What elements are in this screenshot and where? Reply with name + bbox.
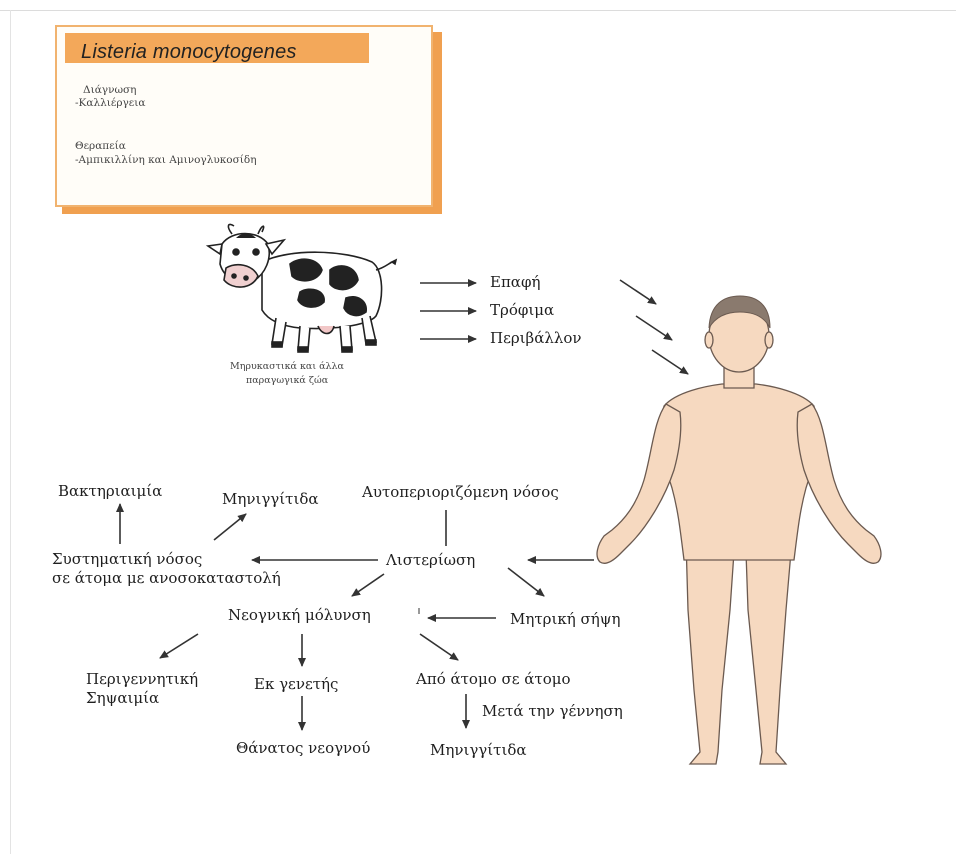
node-neonatal: Νεογνική μόλυνση bbox=[228, 606, 371, 624]
route-contact: Επαφή bbox=[490, 273, 540, 291]
route-arrows bbox=[420, 280, 688, 374]
route-food: Τρόφιμα bbox=[490, 301, 554, 319]
node-listeriosis: Λιστερίωση bbox=[386, 551, 475, 569]
node-systemic-line2: σε άτομα με ανοσοκαταστολή bbox=[52, 569, 281, 587]
node-meningitis-top: Μηνιγγίτιδα bbox=[222, 490, 319, 508]
node-bacteremia: Βακτηριαιμία bbox=[58, 482, 162, 500]
human-figure bbox=[597, 300, 881, 764]
animal-caption-line1: Μηρυκαστικά και άλλα bbox=[230, 360, 344, 373]
node-after-birth: Μετά την γέννηση bbox=[482, 702, 623, 720]
animal-caption-line2: παραγωγικά ζώα bbox=[246, 374, 328, 387]
node-person-to-person: Από άτομο σε άτομο bbox=[416, 670, 571, 688]
node-perinatal-line1: Περιγεννητική bbox=[86, 670, 198, 688]
node-maternal-sepsis: Μητρική σήψη bbox=[510, 610, 620, 628]
node-congenital: Εκ γενετής bbox=[254, 675, 338, 693]
node-meningitis-bottom: Μηνιγγίτιδα bbox=[430, 741, 527, 759]
node-systemic-line1: Συστηματική νόσος bbox=[52, 550, 202, 568]
node-neonatal-death: Θάνατος νεογνού bbox=[236, 739, 370, 757]
node-perinatal-line2: Σηψαιμία bbox=[86, 689, 159, 707]
cow-illustration bbox=[208, 224, 396, 352]
node-self-limited: Αυτοπεριοριζόμενη νόσος bbox=[362, 483, 559, 501]
route-environment: Περιβάλλον bbox=[490, 329, 582, 347]
